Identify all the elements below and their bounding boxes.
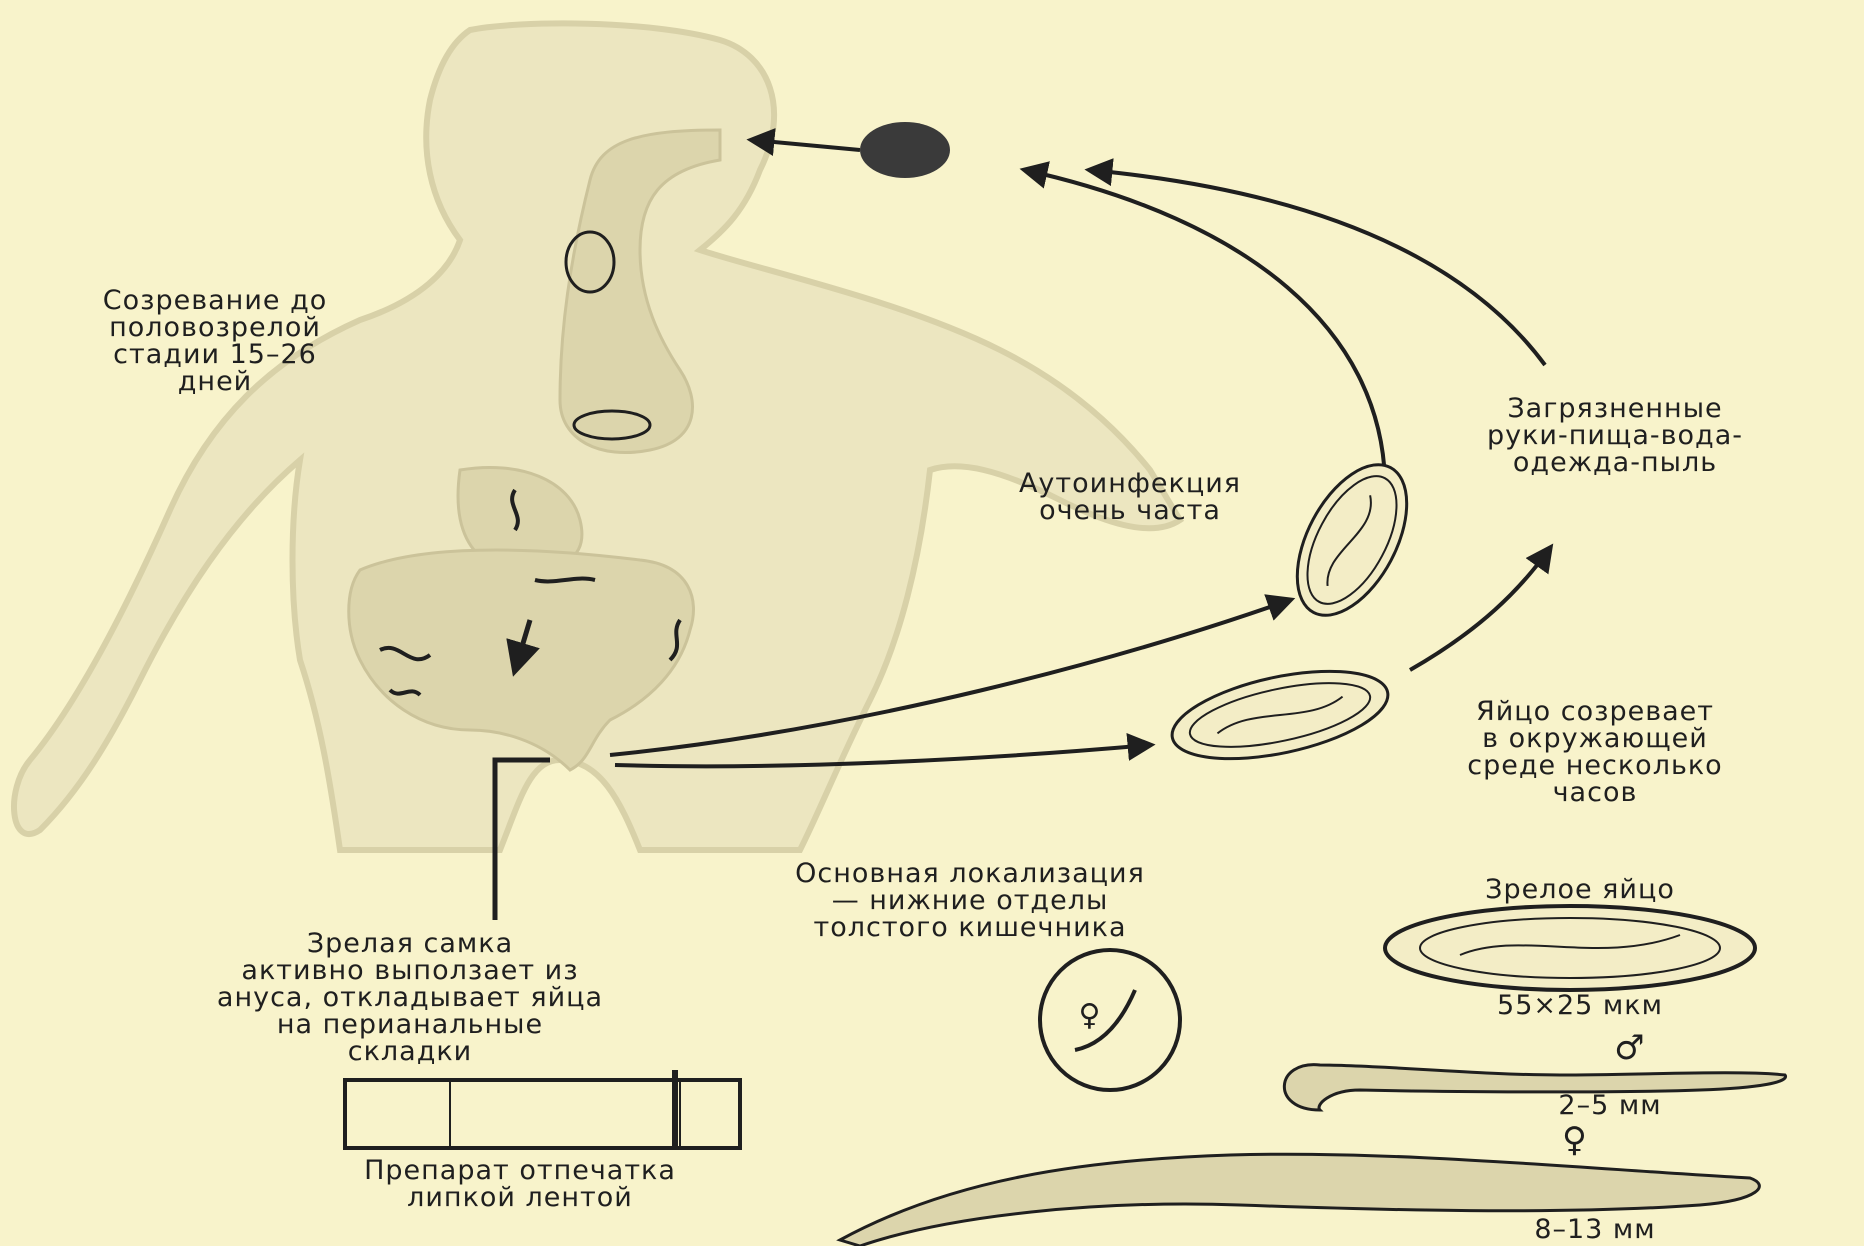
female-crawls-line: ануса, откладывает яйца bbox=[70, 984, 750, 1011]
sources-label: Загрязненные руки-пища-вода- одежда-пыль bbox=[1395, 395, 1835, 476]
egg-matures-line: в окружающей bbox=[1365, 725, 1825, 752]
egg-size-label: 55×25 мкм bbox=[1390, 992, 1770, 1019]
female-crawls-label: Зрелая самка активно выползает из ануса,… bbox=[70, 930, 750, 1065]
autoinfection-label: Аутоинфекция очень часта bbox=[925, 470, 1335, 524]
maturation-line: половозрелой bbox=[35, 314, 395, 341]
egg-matures-line: Яйцо созревает bbox=[1365, 698, 1825, 725]
localization-line: — нижние отделы bbox=[655, 887, 1285, 914]
tape-prep-line: липкой лентой bbox=[250, 1184, 790, 1211]
autoinfection-line: Аутоинфекция bbox=[925, 470, 1335, 497]
hand-to-mouth-spot bbox=[860, 122, 950, 178]
sources-line: одежда-пыль bbox=[1395, 449, 1835, 476]
maturation-line: Созревание до bbox=[35, 287, 395, 314]
female-crawls-line: складки bbox=[70, 1038, 750, 1065]
mature-egg-title: Зрелое яйцо bbox=[1390, 876, 1770, 903]
localization-label: Основная локализация — нижние отделы тол… bbox=[655, 860, 1285, 941]
maturation-label: Созревание до половозрелой стадии 15–26 … bbox=[35, 287, 395, 395]
female-crawls-line: на перианальные bbox=[70, 1011, 750, 1038]
environment-egg bbox=[1165, 655, 1396, 775]
egg-matures-line: часов bbox=[1365, 779, 1825, 806]
egg-matures-label: Яйцо созревает в окружающей среде нескол… bbox=[1365, 698, 1825, 806]
arrow-sources-to-mouth-outer bbox=[1090, 170, 1545, 365]
female-symbol: ♀ bbox=[1545, 1122, 1605, 1158]
female-circle bbox=[1040, 950, 1180, 1090]
maturation-line: стадии 15–26 bbox=[35, 341, 395, 368]
sources-line: Загрязненные bbox=[1395, 395, 1835, 422]
tape-prep-label: Препарат отпечатка липкой лентой bbox=[250, 1157, 790, 1211]
sources-line: руки-пища-вода- bbox=[1395, 422, 1835, 449]
autoinfection-line: очень часта bbox=[925, 497, 1335, 524]
egg-matures-line: среде несколько bbox=[1365, 752, 1825, 779]
circle-female-symbol: ♀ bbox=[1070, 1000, 1110, 1032]
female-crawls-line: Зрелая самка bbox=[70, 930, 750, 957]
maturation-line: дней bbox=[35, 368, 395, 395]
mature-egg-illustration bbox=[1385, 906, 1755, 990]
male-size-label: 2–5 мм bbox=[1450, 1092, 1770, 1119]
localization-line: Основная локализация bbox=[655, 860, 1285, 887]
tape-prep-line: Препарат отпечатка bbox=[250, 1157, 790, 1184]
female-crawls-line: активно выползает из bbox=[70, 957, 750, 984]
tape-strip bbox=[450, 1080, 680, 1148]
male-symbol: ♂ bbox=[1600, 1030, 1660, 1066]
arrow-egg-to-sources bbox=[1410, 548, 1550, 670]
female-size-label: 8–13 мм bbox=[1435, 1216, 1755, 1243]
